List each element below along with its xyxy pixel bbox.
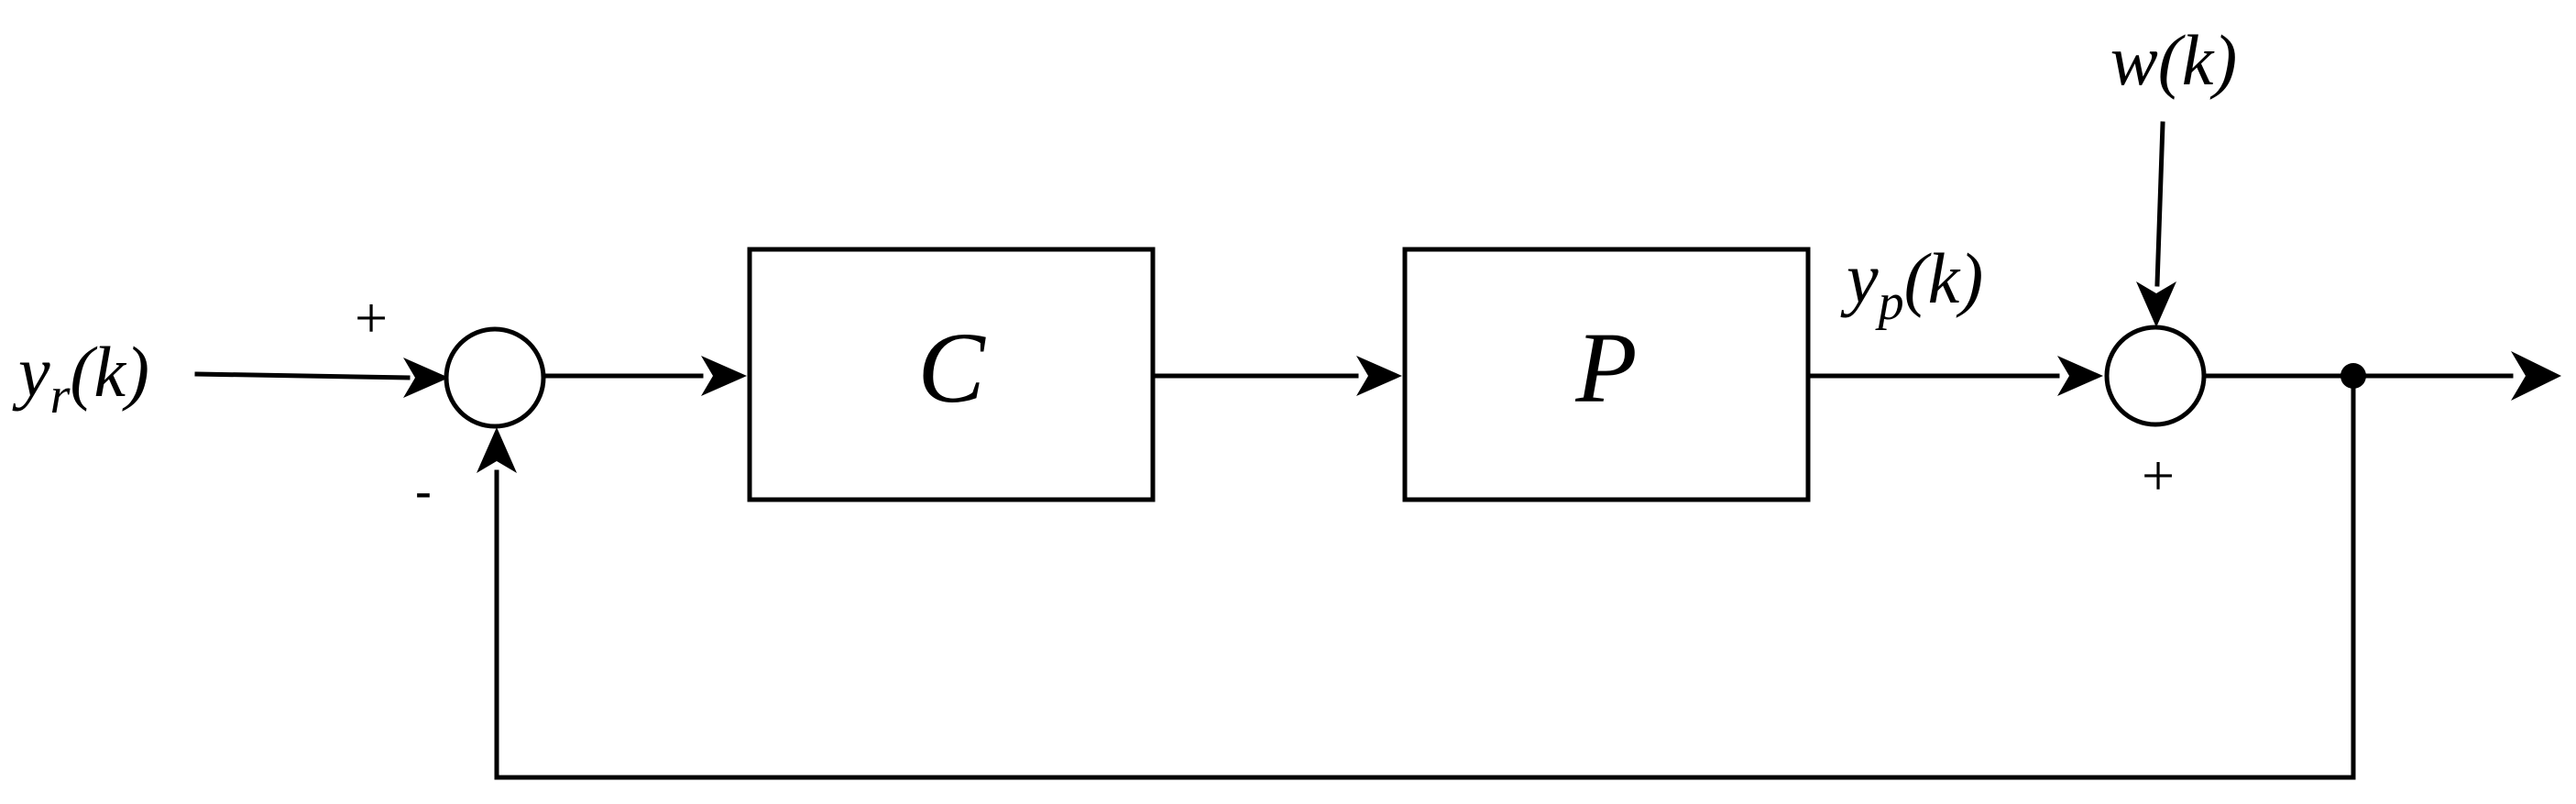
feedback-arrowhead (477, 427, 517, 473)
controller-label: C (917, 312, 986, 424)
error-signal-arrowhead (701, 356, 747, 396)
sum1-minus-sign: - (415, 462, 433, 520)
control-signal-arrowhead (1356, 356, 1402, 396)
plant-output-signal-label: yp(k) (1840, 238, 1983, 331)
plant-output-base: y (1840, 238, 1879, 318)
plant-output-subscript: p (1875, 274, 1904, 331)
reference-signal-argument: (k) (70, 332, 149, 412)
plant-label: P (1574, 312, 1637, 424)
plant-block (1402, 247, 1811, 502)
sum1-plus-sign: + (355, 285, 388, 350)
plant-output-arrowhead (2057, 356, 2103, 396)
disturbance-signal-label: w(k) (2110, 20, 2238, 100)
sum2-plus-sign: + (2142, 443, 2175, 508)
summing-junction-disturbance (2104, 325, 2207, 427)
disturbance-arrowhead (2136, 281, 2176, 327)
controller-block (747, 247, 1156, 502)
summing-junction-error (444, 326, 546, 429)
reference-signal-subscript: r (50, 368, 71, 424)
reference-signal-base: y (12, 332, 50, 412)
system-output-arrowhead (2511, 351, 2561, 401)
feedback-path (494, 373, 2356, 780)
disturbance-input-line (2154, 121, 2165, 287)
reference-input-arrowhead (403, 358, 449, 398)
reference-signal-label: yr(k) (12, 332, 149, 424)
plant-output-argument: (k) (1904, 238, 1984, 318)
reference-input-line (194, 371, 411, 380)
